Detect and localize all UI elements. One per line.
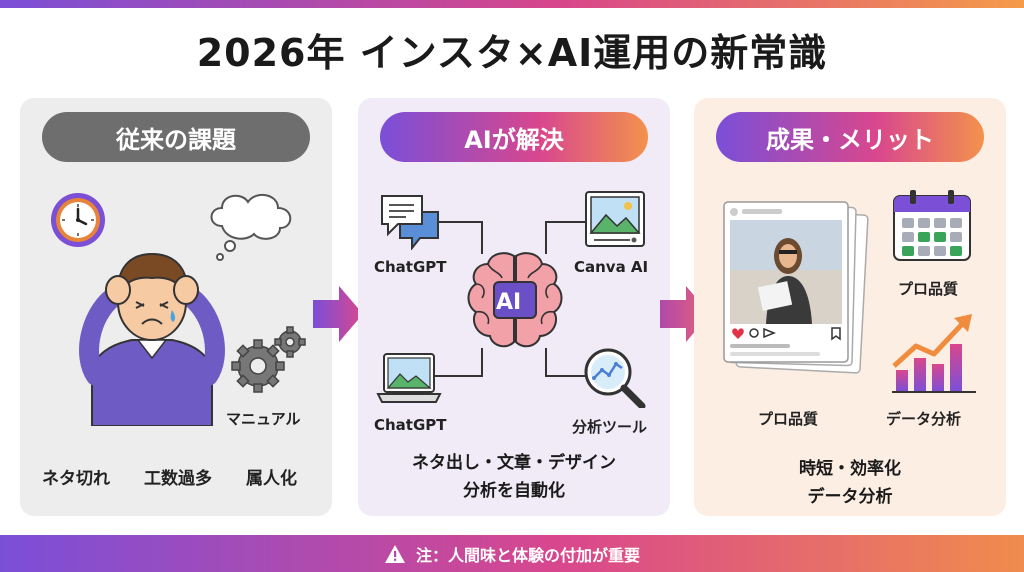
tool-label-analysis: 分析ツール xyxy=(572,418,648,436)
issue-label-2: 工数過多 xyxy=(144,469,212,489)
page-title: 2026年 インスタ×AI運用の新常識 xyxy=(196,31,828,75)
growth-chart-icon xyxy=(892,314,976,393)
result-label-data-analysis: データ分析 xyxy=(886,410,962,428)
laptop-icon xyxy=(376,353,442,403)
result-label-pro-quality-2: プロ品質 xyxy=(898,280,959,298)
panel-results-benefits: 成果・メリット プロ品質 xyxy=(694,98,1006,516)
arrow-right-icon-1 xyxy=(313,286,363,342)
footer-banner: 注：人間味と体験の付加が重要 xyxy=(0,535,1024,572)
issue-label-3: 属人化 xyxy=(246,469,297,489)
result-line-1: 時短・効率化 xyxy=(799,459,901,479)
chat-bubbles-icon xyxy=(381,195,439,250)
solution-line-1: ネタ出し・文章・デザイン xyxy=(412,453,616,473)
gears-icon xyxy=(231,326,306,393)
manual-label: マニュアル xyxy=(226,410,301,428)
result-label-pro-quality-1: プロ品質 xyxy=(758,410,819,428)
ai-badge-text: AI xyxy=(496,290,522,315)
top-gradient-stripe xyxy=(0,0,1024,8)
panel-traditional-issues: 従来の課題 xyxy=(20,98,332,516)
result-line-2: データ分析 xyxy=(807,487,893,507)
panel-header-issues: 従来の課題 xyxy=(42,112,310,162)
tool-label-chatgpt-2: ChatGPT xyxy=(374,416,447,434)
solution-line-2: 分析を自動化 xyxy=(463,481,565,501)
warning-icon xyxy=(384,544,406,564)
brain-icon xyxy=(467,252,563,348)
calendar-check-icon xyxy=(893,190,971,261)
tool-label-canva-ai: Canva AI xyxy=(574,258,649,276)
tool-label-chatgpt-1: ChatGPT xyxy=(374,258,447,276)
stressed-person-icon xyxy=(79,252,225,426)
thought-bubble-icon xyxy=(210,193,292,261)
panel-ai-solution: AIが解決 ChatGPT Canva AI AI xyxy=(358,98,670,516)
clock-icon xyxy=(51,193,105,247)
panel-header-results: 成果・メリット xyxy=(716,112,984,162)
panel-header-ai: AIが解決 xyxy=(380,112,648,162)
connector-lines xyxy=(434,221,590,377)
image-icon xyxy=(585,191,645,247)
magnifier-chart-icon xyxy=(584,348,646,408)
footer-note: 注：人間味と体験の付加が重要 xyxy=(415,545,640,565)
instagram-post-icon xyxy=(723,201,869,374)
issue-label-1: ネタ切れ xyxy=(42,469,110,489)
